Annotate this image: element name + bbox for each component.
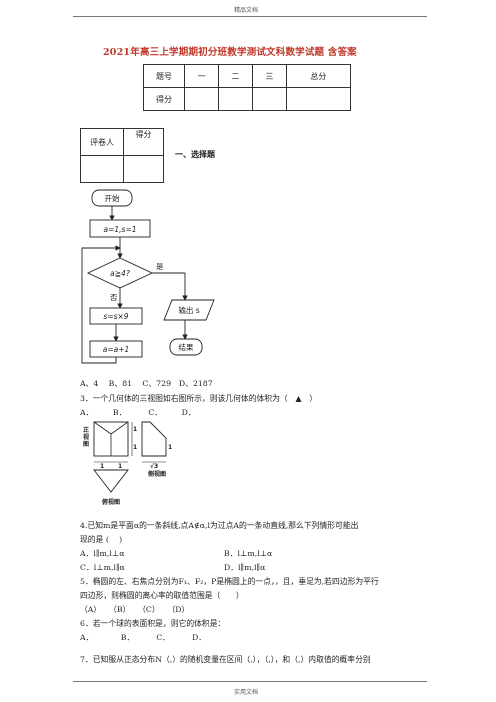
footer-rule — [73, 681, 427, 682]
score-input-cell[interactable] — [184, 87, 219, 111]
q4-option-c: C．l⊥m,l∥α — [80, 563, 125, 572]
flow-output-label: 输出 s — [178, 305, 199, 315]
dim-label: √3 — [150, 463, 158, 470]
q4-stem-line1: 4.已知m是平面α的一条斜线,点A∉α,l为过点A的一条动直线,那么下列情形可能… — [80, 521, 359, 530]
flow-condition-label: a≧4? — [110, 269, 130, 278]
front-view-label-2: 视 — [83, 433, 89, 441]
page-title: 2021年高三上学期期初分班教学测试文科数学试题 含答案 — [103, 47, 357, 58]
q4-option-b: B．l⊥m,l⊥α — [224, 549, 273, 558]
flow-end-node — [169, 338, 203, 356]
flow-yes-label: 是 — [156, 262, 164, 271]
score-input-cell[interactable] — [251, 87, 287, 111]
q6-stem: 6．若一个球的表面积是，则它的体积是： — [80, 619, 226, 628]
score-cell: 得分 — [143, 87, 185, 111]
q6-options: A． B． C． D． — [80, 633, 206, 642]
flow-init-label: a=1,s=1 — [104, 225, 137, 234]
grader-score-label: 得分 — [123, 128, 164, 156]
q5-stem-line2: 四边形，则椭圆的离心率的取值范围是（ ） — [80, 591, 244, 600]
score-cell: 一 — [184, 64, 219, 88]
three-view-figure: 正 视 图 1 1 1 1 1 √3 侧视图 俯视图 — [83, 421, 172, 506]
flow-output-node — [163, 299, 215, 321]
score-input-cell[interactable] — [217, 87, 253, 111]
score-cell: 二 — [217, 64, 253, 88]
q4-option-d: D．l∥m,l∥α — [224, 563, 266, 572]
flowchart: 开始 a=1,s=1 a≧4? 是 输出 s 结果 否 s=s×9 a=a+1 — [81, 189, 215, 364]
grader-input-cell[interactable] — [80, 155, 124, 183]
q5-stem-line1: 5．椭圆的左、右焦点分别为F₁、F₂，P是椭圆上的一点，，且，垂足为,若四边形为… — [80, 577, 379, 586]
dim-label: 1 — [100, 463, 104, 470]
top-view-shape — [93, 469, 129, 493]
flow-start-label: 开始 — [105, 193, 120, 203]
q4-stem-line2: 现的是 ( ) — [80, 535, 123, 544]
score-input-cell[interactable] — [285, 87, 352, 111]
dim-label: 1 — [133, 426, 137, 433]
page-header: 精品文档 — [234, 7, 259, 14]
grader-table: 评卷人 得分 — [80, 128, 164, 183]
front-view-label-3: 图 — [83, 440, 89, 448]
q2-options: A、4 B、81 C、729 D、2187 — [80, 379, 213, 388]
flow-end-label: 结果 — [179, 342, 194, 352]
q3-stem: 3．一个几何体的三视图如右图所示，则该几何体的体积为（ ▲ ） — [80, 394, 318, 403]
flow-step1-label: s=s×9 — [103, 312, 128, 321]
side-view-shape — [141, 421, 167, 457]
q3-options: A． B． C． D． — [80, 408, 196, 417]
dim-label: 1 — [118, 463, 122, 470]
section-heading: 一、选择题 — [175, 149, 215, 159]
score-table: 题号 一 二 三 总分 得分 — [143, 64, 352, 111]
q5-options: （A） （B） （C） （D） — [80, 605, 190, 614]
dim-label: 1 — [133, 444, 137, 451]
score-cell: 三 — [251, 64, 287, 88]
q7-stem: 7．已知服从正态分布N（,）的随机变量在区间（,），（,），和（,）内取值的概率… — [80, 655, 371, 664]
score-cell: 总分 — [285, 64, 352, 88]
flow-step2-label: a=a+1 — [103, 345, 130, 354]
page-footer: 实用文档 — [234, 689, 259, 696]
side-view-label: 侧视图 — [148, 470, 166, 478]
front-view-label-1: 正 — [83, 427, 89, 434]
q4-option-a: A．l∥m,l⊥α — [80, 549, 125, 558]
score-cell: 题号 — [143, 64, 185, 88]
score-table-header-row: 题号 一 二 三 总分 — [143, 64, 352, 88]
grader-label: 评卷人 — [80, 128, 124, 156]
grader-input-cell[interactable] — [123, 155, 164, 183]
dim-label: 1 — [168, 444, 172, 451]
score-table-score-row: 得分 — [143, 87, 352, 111]
flow-no-label: 否 — [110, 293, 118, 302]
top-view-label: 俯视图 — [102, 498, 120, 506]
header-rule — [73, 16, 427, 17]
